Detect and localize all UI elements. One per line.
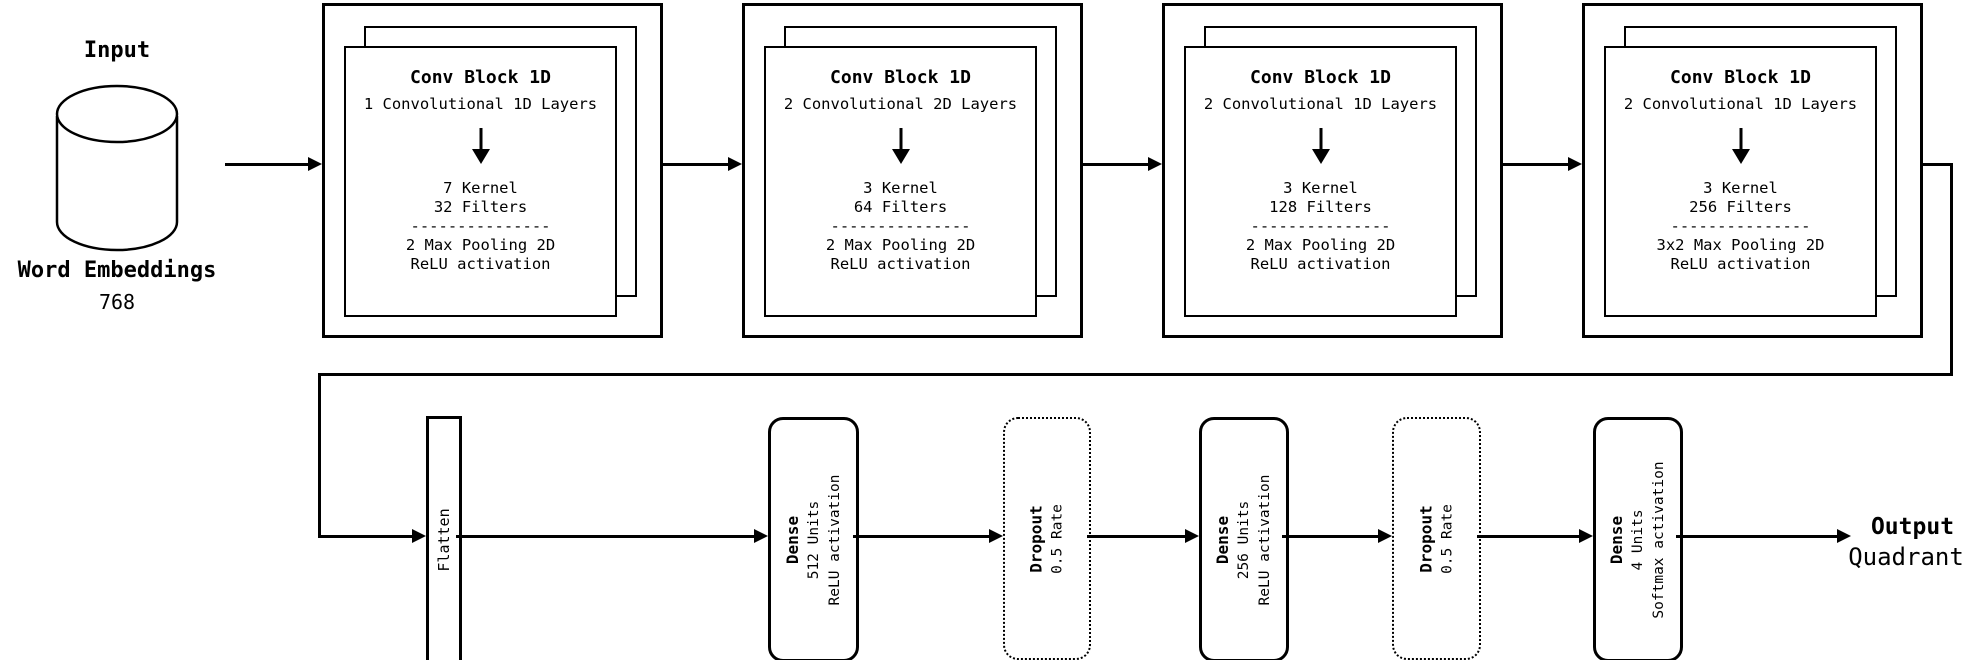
dropout-2-rate: 0.5 Rate [1439,503,1455,574]
connector-right-exit-line [1915,163,1953,166]
database-cylinder-icon [55,84,179,252]
arrow-dropout1-to-dense2-line [1087,535,1185,538]
dense-3-activation: Softmax activation [1651,460,1667,619]
output-value: Quadrant [1848,543,1964,571]
conv-block-2-card: Conv Block 1D 2 Convolutional 2D Layers … [764,46,1037,317]
conv-block-4-pooling: 3x2 Max Pooling 2D [1656,236,1825,254]
connector-return-line [318,373,1953,376]
conv-block-4-activation: ReLU activation [1670,255,1811,273]
conv-block-4-filters: 256 Filters [1689,198,1792,216]
arrow-flatten-to-dense1-head-icon [754,529,768,543]
dense-1-title: Dense [782,515,802,564]
input-title: Input [83,38,151,63]
conv-block-2-separator: --------------- [830,217,971,235]
conv-block-1-separator: --------------- [410,217,551,235]
dense-box-1: Dense 512 Units ReLU activation [768,417,859,660]
dense-2-units: 256 Units [1236,500,1252,579]
arrow-conv1-to-conv2-head-icon [728,157,742,171]
arrow-dense3-to-output-line [1676,535,1837,538]
conv-block-2-title: Conv Block 1D [830,67,971,88]
conv-block-1-subtitle: 1 Convolutional 1D Layers [363,95,598,113]
flatten-box: Flatten [426,416,462,660]
arrow-conv3-to-conv4-head-icon [1568,157,1582,171]
arrow-dropout2-to-dense3-head-icon [1579,529,1593,543]
arrow-dropout1-to-dense2-head-icon [1185,529,1199,543]
conv-block-4-title: Conv Block 1D [1670,67,1811,88]
conv-block-3-pooling: 2 Max Pooling 2D [1245,236,1396,254]
arrow-dropout2-to-dense3-line [1477,535,1579,538]
conv-block-4-kernel: 3 Kernel [1703,179,1778,197]
conv-block-1-activation: ReLU activation [410,255,551,273]
conv-block-3-title: Conv Block 1D [1250,67,1391,88]
dense-box-3: Dense 4 Units Softmax activation [1593,417,1683,660]
conv-block-1-filters: 32 Filters [433,198,528,216]
arrow-conv3-to-conv4-line [1497,163,1568,166]
connector-left-down-line [318,373,321,538]
dense-2-activation: ReLU activation [1257,474,1273,605]
arrow-input-to-conv1-head-icon [308,157,322,171]
arrow-connector-to-flatten-line [318,535,412,538]
flatten-label: Flatten [435,507,453,572]
conv-block-3-activation: ReLU activation [1250,255,1391,273]
conv-block-2-activation: ReLU activation [830,255,971,273]
conv-block-4-separator: --------------- [1670,217,1811,235]
input-dimension-label: 768 [98,290,136,314]
arrow-dense1-to-dropout1-line [853,535,989,538]
dense-3-title: Dense [1607,515,1626,564]
conv-block-2-subtitle: 2 Convolutional 2D Layers [783,95,1018,113]
arrow-dense2-to-dropout2-line [1282,535,1378,538]
conv-block-4: Conv Block 1D 2 Convolutional 1D Layers … [1582,3,1923,338]
dropout-2-title: Dropout [1416,504,1435,573]
down-arrow-icon [1311,128,1330,164]
dropout-1-rate: 0.5 Rate [1049,503,1066,574]
arrow-conv1-to-conv2-line [657,163,728,166]
dropout-1-title: Dropout [1026,504,1046,573]
connector-right-down-line [1950,163,1953,376]
arrow-dense3-to-output-head-icon [1837,529,1851,543]
arrow-connector-to-flatten-head-icon [412,529,426,543]
arrow-dense1-to-dropout1-head-icon [989,529,1003,543]
dense-1-activation: ReLU activation [826,474,843,605]
arrow-dense2-to-dropout2-head-icon [1378,529,1392,543]
conv-block-3-filters: 128 Filters [1269,198,1372,216]
down-arrow-icon [471,128,490,164]
output-title: Output [1870,514,1955,540]
dense-3-units: 4 Units [1630,508,1646,571]
down-arrow-icon [1731,128,1750,164]
conv-block-1: Conv Block 1D 1 Convolutional 1D Layers … [322,3,663,338]
conv-block-3-kernel: 3 Kernel [1283,179,1358,197]
arrow-conv2-to-conv3-head-icon [1148,157,1162,171]
conv-block-3-card: Conv Block 1D 2 Convolutional 1D Layers … [1184,46,1457,317]
arrow-input-to-conv1-line [225,163,308,166]
arrow-flatten-to-dense1-line [456,535,754,538]
conv-block-4-card: Conv Block 1D 2 Convolutional 1D Layers … [1604,46,1877,317]
conv-block-1-title: Conv Block 1D [410,67,551,88]
conv-block-3-separator: --------------- [1250,217,1391,235]
conv-block-2-kernel: 3 Kernel [863,179,938,197]
input-dataset-label: Word Embeddings [17,258,217,283]
dense-box-2: Dense 256 Units ReLU activation [1199,417,1289,660]
dropout-box-2: Dropout 0.5 Rate [1392,417,1481,660]
conv-block-4-subtitle: 2 Convolutional 1D Layers [1623,95,1858,113]
dense-2-title: Dense [1213,515,1232,564]
conv-block-3-subtitle: 2 Convolutional 1D Layers [1203,95,1438,113]
conv-block-1-kernel: 7 Kernel [443,179,518,197]
dropout-box-1: Dropout 0.5 Rate [1003,417,1091,660]
conv-block-2-pooling: 2 Max Pooling 2D [825,236,976,254]
conv-block-3: Conv Block 1D 2 Convolutional 1D Layers … [1162,3,1503,338]
conv-block-2-filters: 64 Filters [853,198,948,216]
conv-block-2: Conv Block 1D 2 Convolutional 2D Layers … [742,3,1083,338]
dense-1-units: 512 Units [805,500,822,579]
down-arrow-icon [891,128,910,164]
conv-block-1-card: Conv Block 1D 1 Convolutional 1D Layers … [344,46,617,317]
arrow-conv2-to-conv3-line [1077,163,1148,166]
conv-block-1-pooling: 2 Max Pooling 2D [405,236,556,254]
